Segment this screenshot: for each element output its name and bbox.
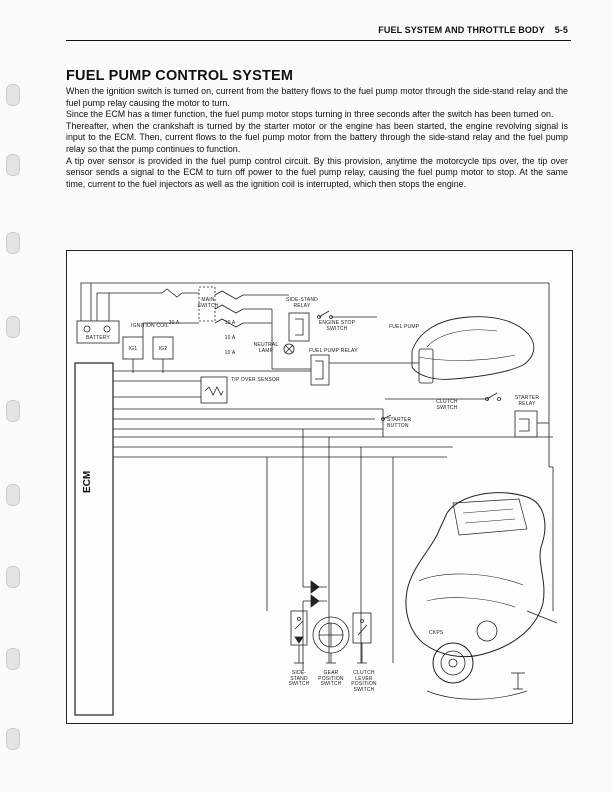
fuse-10a-label: 10 A	[224, 350, 236, 356]
starter-relay-box	[514, 410, 538, 438]
tip-over-sensor-label: TIP OVER SENSOR	[231, 377, 280, 383]
binder-hole	[6, 154, 20, 176]
clutch-lever-position-switch-label: CLUTCH LEVER POSITION SWITCH	[351, 670, 377, 693]
binder-hole	[6, 728, 20, 750]
running-header: FUEL SYSTEM AND THROTTLE BODY 5-5	[378, 25, 568, 35]
starter-button-label: STARTER BUTTON	[387, 417, 412, 429]
main-switch-box	[198, 286, 216, 322]
clutch-switch-label: CLUTCH SWITCH	[436, 399, 458, 411]
battery-terminal-icon	[103, 325, 111, 333]
page-title: FUEL PUMP CONTROL SYSTEM	[66, 68, 294, 84]
body-text: When the ignition switch is turned on, c…	[66, 86, 568, 190]
page-number: 5-5	[554, 25, 568, 35]
section-title: FUEL SYSTEM AND THROTTLE BODY	[378, 25, 545, 35]
binder-hole	[6, 84, 20, 106]
ecm-label: ECM	[82, 470, 93, 493]
side-stand-switch-label: SIDE- STAND SWITCH	[288, 670, 310, 688]
ignition-coil-label: IGNITION COIL	[131, 323, 169, 329]
fuel-pump-relay-label: FUEL PUMP RELAY	[309, 348, 358, 354]
binder-hole	[6, 566, 20, 588]
gear-position-switch-label: GEAR POSITION SWITCH	[318, 670, 344, 688]
binder-hole	[6, 400, 20, 422]
neutral-lamp-icon	[283, 343, 295, 355]
engine-outline	[405, 492, 546, 658]
fuse-10a-label: 10 A	[224, 335, 236, 341]
side-stand-relay-label: SIDE-STAND RELAY	[286, 297, 318, 309]
battery-box	[76, 320, 120, 344]
wiring-schematic	[74, 282, 558, 716]
ig2-label: IG2	[158, 346, 168, 352]
ckps-label: CKPS	[429, 630, 444, 636]
paragraph: When the ignition switch is turned on, c…	[66, 86, 568, 108]
battery-terminal-icon	[83, 325, 91, 333]
fuel-pump-relay-box	[310, 354, 330, 386]
neutral-lamp-label: NEUTRAL LAMP	[253, 342, 279, 354]
clutch-lever-switch-box	[352, 612, 372, 644]
binder-hole	[6, 316, 20, 338]
wiring-diagram: MAIN SWITCH SIDE-STAND RELAY IGNITION CO…	[66, 250, 573, 724]
paragraph: Since the ECM has a timer function, the …	[66, 109, 554, 120]
starter-relay-label: STARTER RELAY	[514, 395, 540, 407]
paragraph: A tip over sensor is provided in the fue…	[66, 155, 568, 189]
engine-stop-switch-label: ENGINE STOP SWITCH	[318, 320, 356, 332]
binder-hole	[6, 648, 20, 670]
fuel-tank-outline	[411, 316, 535, 380]
side-stand-relay-box	[288, 312, 310, 342]
battery-label: BATTERY	[86, 335, 110, 341]
paragraph: Thereafter, when the crankshaft is turne…	[66, 120, 568, 154]
ig1-label: IG1	[128, 346, 138, 352]
header-rule	[66, 40, 571, 41]
fuel-pump-label: FUEL PUMP	[389, 324, 420, 330]
binder-hole	[6, 232, 20, 254]
ckps-rotor-icon	[432, 642, 474, 684]
binder-hole	[6, 484, 20, 506]
fuse-30a-label: 30 A	[168, 320, 180, 326]
ecm-box	[74, 362, 114, 716]
main-switch-label: MAIN SWITCH	[197, 297, 219, 309]
fuse-10a-label: 10 A	[224, 320, 236, 326]
fuel-pump-icon	[418, 348, 434, 384]
tip-over-sensor-box	[200, 376, 228, 404]
